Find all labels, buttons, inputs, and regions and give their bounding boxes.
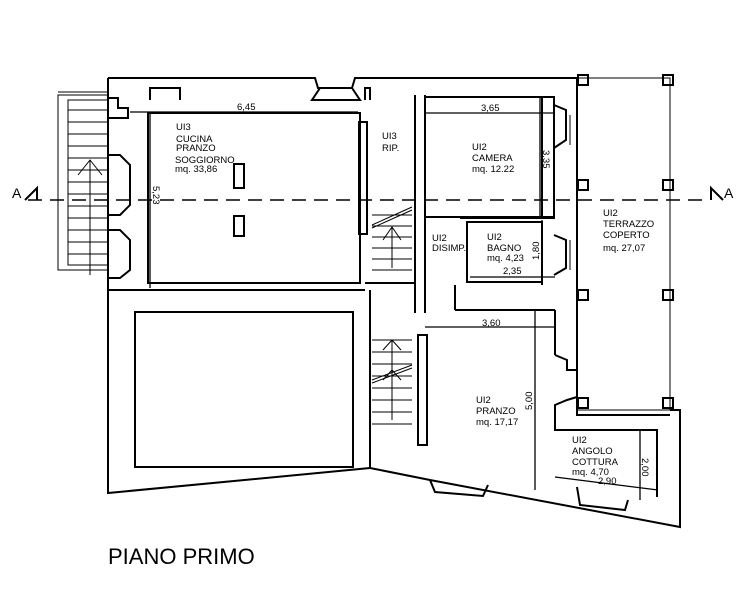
room-label-bagno: UI2 BAGNO mq. 4,23 <box>487 232 524 264</box>
svg-text:COPERTO: COPERTO <box>603 230 650 241</box>
svg-text:PRANZO: PRANZO <box>176 143 216 154</box>
svg-text:PRANZO: PRANZO <box>476 406 516 417</box>
section-line: A A <box>12 185 734 201</box>
dim-cottura-depth: 2,00 <box>639 458 650 477</box>
svg-text:CUCINA: CUCINA <box>176 134 213 145</box>
column-square <box>577 397 589 409</box>
bottom-windows <box>429 479 629 512</box>
room-label-ripostiglio: UI3 RIP. <box>382 131 399 154</box>
lower-left-block <box>108 289 365 468</box>
svg-text:ANGOLO: ANGOLO <box>572 446 613 457</box>
svg-text:SOGGIORNO: SOGGIORNO <box>175 155 235 166</box>
column-square <box>577 289 589 301</box>
dim-camera-width: 3,65 <box>481 103 500 114</box>
svg-text:mq. 27,07: mq. 27,07 <box>603 243 645 254</box>
dim-camera-depth: 3,35 <box>540 150 551 169</box>
column-square <box>662 397 674 409</box>
svg-text:UI2: UI2 <box>603 208 618 219</box>
terrace <box>576 74 674 411</box>
dim-bagno-width: 2,35 <box>503 266 522 277</box>
room-label-camera: UI2 CAMERA mq. 12.22 <box>472 142 514 175</box>
svg-text:mq. 12.22: mq. 12.22 <box>472 164 514 175</box>
svg-text:UI3: UI3 <box>176 122 191 133</box>
dimension-lines <box>130 97 659 500</box>
column-square <box>662 289 674 301</box>
dim-bagno-depth: 1,80 <box>531 242 542 261</box>
svg-text:mq. 33,86: mq. 33,86 <box>175 164 217 175</box>
svg-text:UI2: UI2 <box>476 395 491 406</box>
column-square <box>577 74 589 86</box>
room-soggiorno-walls <box>147 87 368 284</box>
svg-text:UI2: UI2 <box>572 435 587 446</box>
svg-text:COTTURA: COTTURA <box>572 457 619 468</box>
svg-text:RIP.: RIP. <box>382 143 399 154</box>
dim-pranzo-width: 3,60 <box>482 318 501 329</box>
plan-title: PIANO PRIMO <box>108 544 255 569</box>
svg-text:UI2: UI2 <box>472 142 487 153</box>
section-mark-right: A <box>724 185 734 201</box>
dim-cottura-width: 2,90 <box>598 476 617 487</box>
room-label-terrazzo: UI2 TERRAZZO COPERTO mq. 27,07 <box>603 208 654 254</box>
dim-soggiorno-depth: 5,23 <box>150 186 161 205</box>
svg-text:mq. 4,23: mq. 4,23 <box>487 253 524 264</box>
column-square <box>577 179 589 191</box>
svg-text:mq. 4,70: mq. 4,70 <box>572 467 609 478</box>
svg-text:UI2: UI2 <box>487 232 502 243</box>
dim-soggiorno-width: 6,45 <box>237 102 256 113</box>
dim-pranzo-depth: 5,00 <box>524 392 535 411</box>
room-label-pranzo: UI2 PRANZO mq. 17,17 <box>476 395 518 428</box>
svg-text:TERRAZZO: TERRAZZO <box>603 219 654 230</box>
section-arrow-left-icon <box>24 185 38 201</box>
svg-text:DISIMP.: DISIMP. <box>432 243 466 254</box>
column-square <box>662 179 674 191</box>
room-label-angolo-cottura: UI2 ANGOLO COTTURA mq. 4,70 <box>572 435 619 478</box>
svg-text:UI3: UI3 <box>382 131 397 142</box>
central-walls <box>364 87 658 497</box>
svg-text:UI2: UI2 <box>432 233 447 244</box>
svg-text:BAGNO: BAGNO <box>487 243 521 254</box>
svg-text:CAMERA: CAMERA <box>472 153 513 164</box>
section-arrow-right-icon <box>710 185 724 201</box>
svg-text:mq. 17,17: mq. 17,17 <box>476 417 518 428</box>
column-square <box>662 74 674 86</box>
section-mark-left: A <box>12 185 22 201</box>
room-label-soggiorno: UI3 CUCINA PRANZO SOGGIORNO mq. 33,86 <box>175 122 235 175</box>
external-stair <box>57 91 109 275</box>
room-label-disimpegno: UI2 DISIMP. <box>432 233 466 254</box>
